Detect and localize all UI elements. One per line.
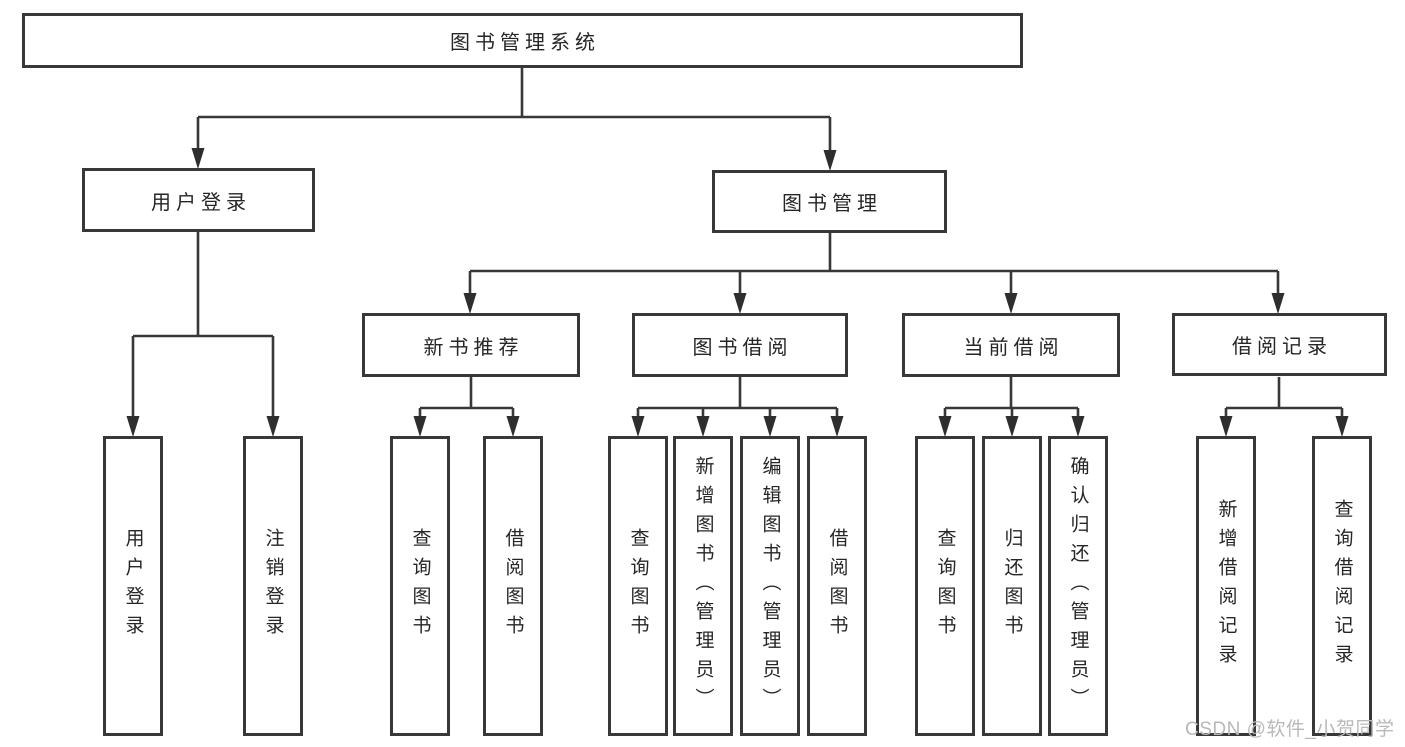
node-label: 当前借阅: [963, 336, 1064, 359]
leaf-label: 借阅图书: [502, 528, 524, 644]
leaf-add-book-admin: 新增图书（管理员）: [673, 436, 733, 736]
leaf-query-books-recommend: 查询图书: [390, 436, 450, 736]
leaf-label: 查询图书: [934, 528, 956, 644]
arrowheads: [126, 148, 1349, 437]
leaf-label: 用户登录: [122, 528, 144, 644]
arrow-icon: [696, 416, 710, 437]
leaf-query-borrow-record: 查询借阅记录: [1312, 436, 1372, 736]
node-label: 图书借阅: [692, 336, 793, 359]
leaf-borrow-books-borrowing: 借阅图书: [807, 436, 867, 736]
arrow-icon: [1005, 416, 1019, 437]
node-borrowing-records: 借阅记录: [1172, 313, 1387, 376]
node-root-library-system: 图书管理系统: [22, 13, 1023, 68]
leaf-logout: 注销登录: [243, 436, 303, 736]
leaf-label: 注销登录: [262, 528, 284, 644]
node-label: 图书管理系统: [450, 32, 600, 54]
arrow-icon: [191, 148, 205, 169]
leaf-add-borrow-record: 新增借阅记录: [1196, 436, 1256, 736]
arrow-icon: [763, 416, 777, 437]
node-label: 图书管理: [782, 193, 882, 215]
arrow-icon: [1004, 293, 1018, 314]
leaf-label: 编辑图书（管理员）: [759, 455, 781, 717]
node-new-book-recommend: 新书推荐: [362, 313, 580, 377]
leaf-label: 查询图书: [627, 528, 649, 644]
arrow-icon: [631, 416, 645, 437]
arrow-icon: [733, 293, 747, 314]
arrow-icon: [1071, 416, 1085, 437]
branch-user-login: [131, 232, 275, 421]
leaf-edit-book-admin: 编辑图书（管理员）: [740, 436, 800, 736]
arrow-icon: [1335, 416, 1349, 437]
leaf-label: 新增借阅记录: [1215, 499, 1237, 673]
watermark-text: CSDN @软件_小贺同学: [1185, 719, 1395, 740]
arrow-icon: [413, 416, 427, 437]
branch-root-to-level2: [196, 68, 832, 154]
node-label: 借阅记录: [1232, 336, 1332, 358]
leaf-label: 归还图书: [1001, 528, 1023, 644]
arrow-icon: [266, 416, 280, 437]
leaf-label: 查询图书: [409, 528, 431, 644]
branch-book-borrowing: [636, 377, 839, 421]
branch-borrowing-records: [1224, 377, 1344, 421]
leaf-return-books: 归还图书: [982, 436, 1042, 736]
node-book-management: 图书管理: [712, 170, 947, 233]
arrow-icon: [463, 293, 477, 314]
leaf-query-books-borrowing: 查询图书: [608, 436, 668, 736]
arrow-icon: [1219, 416, 1233, 437]
arrow-icon: [1271, 293, 1285, 314]
node-label: 用户登录: [151, 191, 251, 214]
leaf-label: 新增图书（管理员）: [692, 455, 714, 717]
node-label: 新书推荐: [423, 336, 524, 359]
leaf-confirm-return-admin: 确认归还（管理员）: [1048, 436, 1108, 736]
arrow-icon: [126, 416, 140, 437]
leaf-query-books-current: 查询图书: [915, 436, 975, 736]
leaf-label: 确认归还（管理员）: [1067, 455, 1089, 717]
branch-new-book-recommend: [418, 377, 515, 421]
arrow-icon: [823, 150, 837, 171]
arrow-icon: [506, 416, 520, 437]
node-user-login: 用户登录: [82, 168, 315, 232]
branch-current-borrowing: [943, 377, 1080, 421]
leaf-user-login: 用户登录: [103, 436, 163, 736]
leaf-label: 查询借阅记录: [1331, 499, 1353, 673]
branch-book-management: [468, 233, 1280, 298]
leaf-label: 借阅图书: [826, 528, 848, 644]
leaf-borrow-books-recommend: 借阅图书: [483, 436, 543, 736]
node-current-borrowing: 当前借阅: [902, 313, 1120, 377]
arrow-icon: [938, 416, 952, 437]
arrow-icon: [830, 416, 844, 437]
node-book-borrowing: 图书借阅: [632, 313, 848, 377]
